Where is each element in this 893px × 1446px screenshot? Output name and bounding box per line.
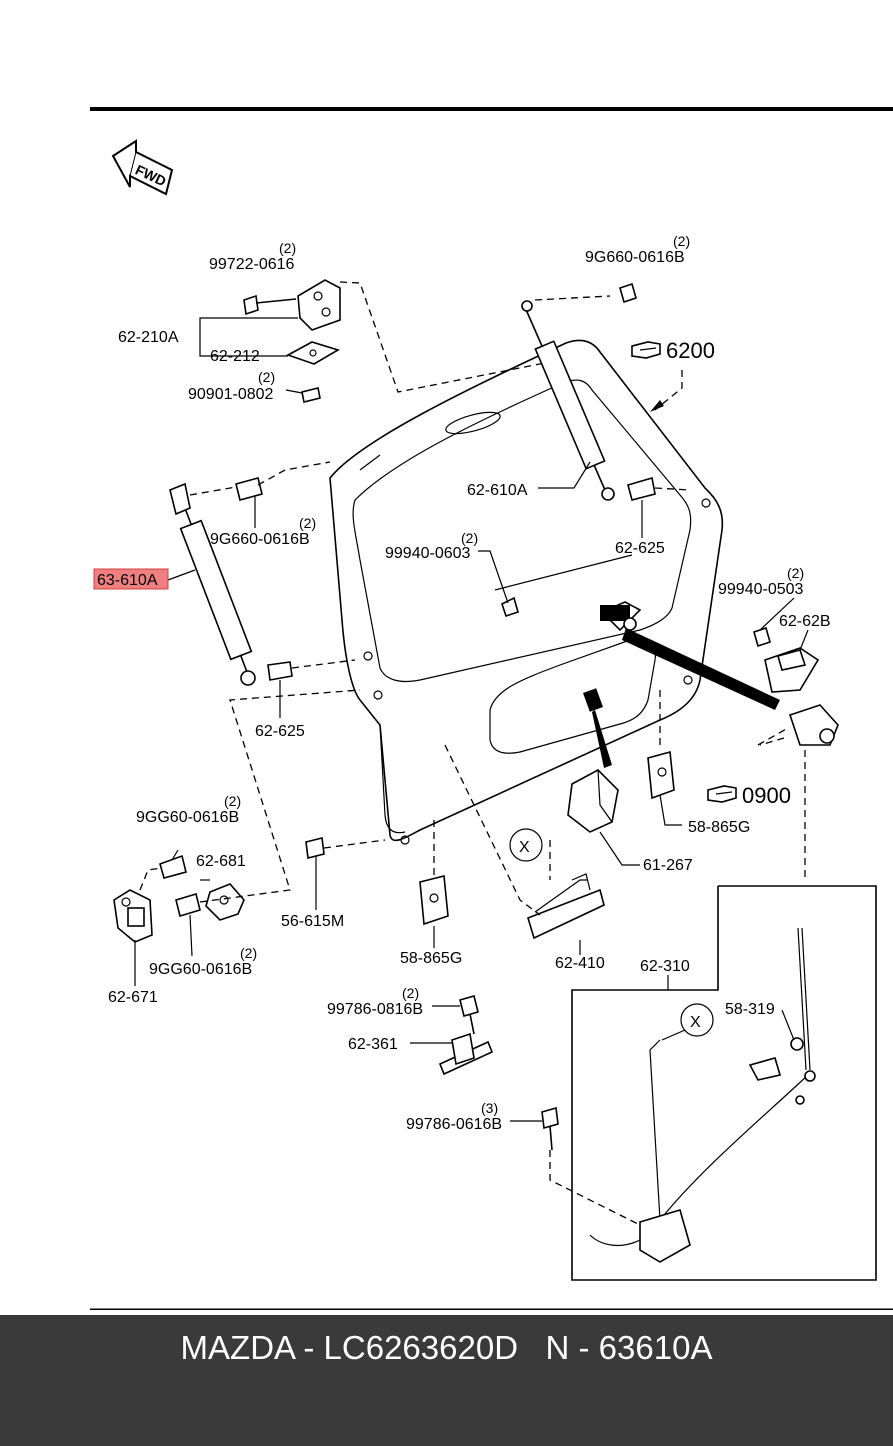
label-62-210a: 62-210A <box>118 329 179 346</box>
ball-stud-62-625-left <box>267 661 293 681</box>
label-62-625-left: 62-625 <box>255 723 305 740</box>
x-circle-lower <box>680 1003 714 1037</box>
label-9g660-left-qty: (2) <box>299 515 316 531</box>
label-9gg60-top: 9GG60-0616B <box>136 809 239 826</box>
label-ref-0900: 0900 <box>742 783 791 808</box>
leader-lines <box>134 370 809 1122</box>
bolt-99722-icon <box>243 294 297 316</box>
label-58-865g-left: 58-865G <box>400 950 462 967</box>
label-9gg60-top-qty: (2) <box>224 793 241 809</box>
label-99940-0503: 99940-0503 <box>718 581 804 598</box>
label-90901-qty: (2) <box>258 369 275 385</box>
gas-strut-left <box>169 482 256 686</box>
label-56-615m: 56-615M <box>281 913 344 930</box>
liftgate-panel <box>329 339 724 845</box>
label-62-310: 62-310 <box>640 958 690 975</box>
bolt-9gg60-bot-icon <box>175 892 201 918</box>
label-63-610a: 63-610A <box>97 572 158 589</box>
bolt-99786-0816b-icon <box>459 995 479 1035</box>
label-9g660-top-qty: (2) <box>673 233 690 249</box>
label-61-267: 61-267 <box>643 857 693 874</box>
label-9gg60-bot: 9GG60-0616B <box>149 961 252 978</box>
footer-bar: MAZDA - LC6263620D N - 63610A <box>0 1315 893 1446</box>
label-58-319: 58-319 <box>725 1001 775 1018</box>
label-90901-0802: 90901-0802 <box>188 386 274 403</box>
label-62-62b: 62-62B <box>779 613 831 630</box>
label-62-410: 62-410 <box>555 955 605 972</box>
gas-strut-right <box>521 300 615 501</box>
bumper-58-865g-left <box>419 874 449 926</box>
ball-stud-62-625-right <box>627 476 656 501</box>
x-mark-lower: X <box>690 1014 701 1031</box>
bracket-62-681 <box>205 883 245 921</box>
clip-99940-0603-icon <box>501 596 519 618</box>
wiper-motor-cover-61-267 <box>567 688 619 833</box>
label-9g660-left: 9G660-0616B <box>210 531 310 548</box>
bolt-9g660-left-icon <box>235 477 263 501</box>
label-ref-6200: 6200 <box>666 338 715 363</box>
striker-62-361 <box>438 1032 494 1076</box>
parts-diagram: FWD <box>90 107 893 1310</box>
label-62-361: 62-361 <box>348 1036 398 1053</box>
hinge-62-210a <box>286 279 341 365</box>
striker-62-671 <box>113 889 153 943</box>
label-99940-0603: 99940-0603 <box>385 545 471 562</box>
highlight-63-610a <box>93 568 169 590</box>
label-99786-0616b: 99786-0616B <box>406 1116 502 1133</box>
hand-icon-0900 <box>707 785 737 803</box>
fwd-arrow-icon: FWD <box>111 139 174 196</box>
label-99940-mid-qty: (2) <box>461 530 478 546</box>
lock-cylinder <box>788 704 839 746</box>
wiring-harness <box>600 601 780 710</box>
bolt-9gg60-top-icon <box>159 854 187 879</box>
label-99786-0816b: 99786-0816B <box>327 1001 423 1018</box>
x-mark-upper: X <box>519 839 530 856</box>
bumper-58-865g-right <box>647 750 675 800</box>
label-99722-qty: (2) <box>279 240 296 256</box>
label-58-865g-right: 58-865G <box>688 819 750 836</box>
label-99786-a-qty: (2) <box>402 985 419 1001</box>
cap-56-615m-icon <box>305 837 325 859</box>
label-62-671: 62-671 <box>108 989 158 1006</box>
latch-62-310 <box>589 927 816 1263</box>
x-circle-upper <box>509 828 543 862</box>
label-99722-0616: 99722-0616 <box>209 256 295 273</box>
label-9g660-top: 9G660-0616B <box>585 249 685 266</box>
bracket-62-62b <box>764 647 820 693</box>
label-99940-right-qty: (2) <box>787 565 804 581</box>
clip-99940-0503-icon <box>753 626 771 648</box>
nut-90901-icon <box>301 387 321 403</box>
bolt-99786-0616b-icon <box>541 1106 559 1151</box>
label-62-681: 62-681 <box>196 853 246 870</box>
label-99786-b-qty: (3) <box>481 1100 498 1116</box>
handle-62-410 <box>527 873 605 940</box>
label-62-212: 62-212 <box>210 348 260 365</box>
label-62-610a: 62-610A <box>467 482 528 499</box>
label-9gg60-bot-qty: (2) <box>240 945 257 961</box>
bolt-9g660-top-icon <box>619 282 637 304</box>
inset-frame-62-310 <box>571 885 877 1281</box>
hand-icon-6200 <box>631 341 661 359</box>
footer-part-number: MAZDA - LC6263620D N - 63610A <box>180 1329 713 1366</box>
label-62-625-right: 62-625 <box>615 540 665 557</box>
